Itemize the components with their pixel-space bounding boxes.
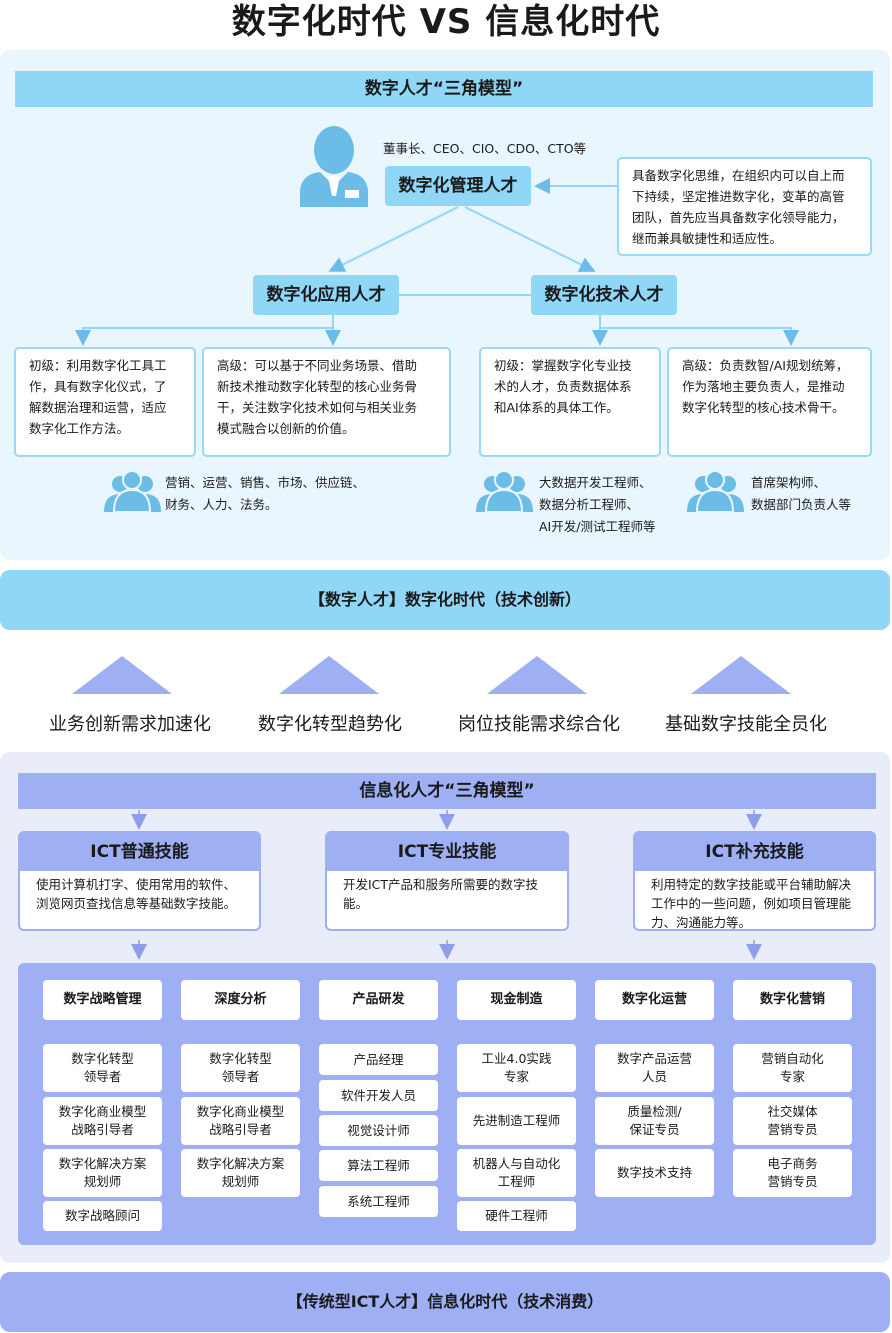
role-item: 数字战略顾问 [43, 1201, 162, 1231]
executive-titles: 董事长、CEO、CIO、CDO、CTO等 [383, 141, 587, 156]
application-junior-card: 初级：利用数字化工具工 作，具有数字化仪式，了 解数据治理和运营，适应 数字化工… [14, 347, 196, 457]
role-item: 数字化解决方案规划师 [43, 1149, 162, 1197]
role-item: 系统工程师 [319, 1186, 438, 1217]
role-item: 工业4.0实践专家 [457, 1044, 576, 1092]
application-talent-box: 数字化应用人才 [253, 275, 399, 315]
role-item: 机器人与自动化工程师 [457, 1149, 576, 1197]
trend-label: 数字化转型趋势化 [258, 714, 402, 735]
role-item: 硬件工程师 [457, 1201, 576, 1231]
column-header: 产品研发 [319, 980, 438, 1020]
technology-senior-roles-list: 首席架构师、 数据部门负责人等 [751, 475, 852, 512]
ict-card-desc: 利用特定的数字技能或平台辅助解决 工作中的一些问题，例如项目管理能 力、沟通能力… [651, 877, 852, 930]
page-title: 数字化时代 VS 信息化时代 [231, 2, 661, 42]
role-item: 数字化商业模型战略引导者 [43, 1097, 162, 1145]
trend-label: 基础数字技能全员化 [665, 714, 827, 735]
trend-triangle [72, 656, 172, 694]
digital-talent-section [0, 50, 890, 560]
ict-professional-skills-card: ICT专业技能 开发ICT产品和服务所需要的数字技 能。 [325, 831, 569, 931]
technology-senior-card: 高级：负责数智/AI规划统筹， 作为落地主要负责人，是推动 数字化转型的核心技术… [667, 347, 872, 457]
digital-model-title: 数字人才“三角模型” [15, 71, 873, 107]
trend-triangle [279, 656, 379, 694]
role-item: 软件开发人员 [319, 1080, 438, 1111]
trend-label: 岗位技能需求综合化 [458, 714, 620, 735]
role-item: 数字技术支持 [595, 1149, 714, 1197]
application-senior-card: 高级：可以基于不同业务场景、借助 新技术推动数字化转型的核心业务骨 干，关注数字… [202, 347, 451, 457]
role-item: 产品经理 [319, 1044, 438, 1075]
technology-junior-roles-list: 大数据开发工程师、 数据分析工程师、 AI开发/测试工程师等 [539, 475, 656, 534]
ict-supplementary-skills-card: ICT补充技能 利用特定的数字技能或平台辅助解决 工作中的一些问题，例如项目管理… [633, 831, 876, 931]
people-group-icon [687, 470, 744, 513]
executive-icon [300, 126, 368, 207]
role-item: 数字化解决方案规划师 [181, 1149, 300, 1197]
trend-label: 业务创新需求加速化 [49, 714, 211, 735]
role-item: 电子商务营销专员 [733, 1149, 852, 1197]
column-header: 数字化营销 [733, 980, 852, 1020]
role-item: 视觉设计师 [319, 1115, 438, 1146]
column-header: 深度分析 [181, 980, 300, 1020]
people-group-icon [476, 470, 533, 513]
application-roles-list: 营销、运营、销售、市场、供应链、 财务、人力、法务。 [165, 475, 366, 512]
role-item: 数字化转型领导者 [181, 1044, 300, 1092]
column-header: 现金制造 [457, 980, 576, 1020]
role-item: 数字化转型领导者 [43, 1044, 162, 1092]
column-header: 数字化运营 [595, 980, 714, 1020]
info-model-title: 信息化人才“三角模型” [18, 773, 876, 809]
technology-talent-box: 数字化技术人才 [531, 275, 677, 315]
column-header: 数字战略管理 [43, 980, 162, 1020]
role-item: 质量检测/保证专员 [595, 1097, 714, 1145]
role-item: 算法工程师 [319, 1150, 438, 1181]
traditional-era-banner: 【传统型ICT人才】信息化时代（技术消费） [0, 1272, 890, 1332]
ict-card-title: ICT普通技能 [20, 833, 259, 871]
ict-card-title: ICT专业技能 [327, 833, 567, 871]
role-item: 数字产品运营人员 [595, 1044, 714, 1092]
ict-card-title: ICT补充技能 [635, 833, 874, 871]
trend-triangle [691, 656, 791, 694]
role-item: 数字化商业模型战略引导者 [181, 1097, 300, 1145]
role-item: 先进制造工程师 [457, 1097, 576, 1145]
ict-card-desc: 使用计算机打字、使用常用的软件、 浏览网页查找信息等基础数字技能。 [36, 877, 237, 911]
management-talent-box: 数字化管理人才 [385, 166, 531, 206]
trend-triangle [487, 656, 587, 694]
digital-era-banner: 【数字人才】数字化时代（技术创新） [0, 570, 890, 630]
management-description: 具备数字化思维，在组织内可以自上而 下持续，坚定推进数字化，变革的高管 团队，首… [617, 157, 872, 256]
ict-card-desc: 开发ICT产品和服务所需要的数字技 能。 [343, 877, 539, 911]
ict-general-skills-card: ICT普通技能 使用计算机打字、使用常用的软件、 浏览网页查找信息等基础数字技能… [18, 831, 261, 931]
technology-junior-card: 初级：掌握数字化专业技 术的人才，负责数据体系 和AI体系的具体工作。 [479, 347, 661, 457]
people-group-icon [104, 470, 161, 513]
role-item: 营销自动化专家 [733, 1044, 852, 1092]
role-item: 社交媒体营销专员 [733, 1097, 852, 1145]
